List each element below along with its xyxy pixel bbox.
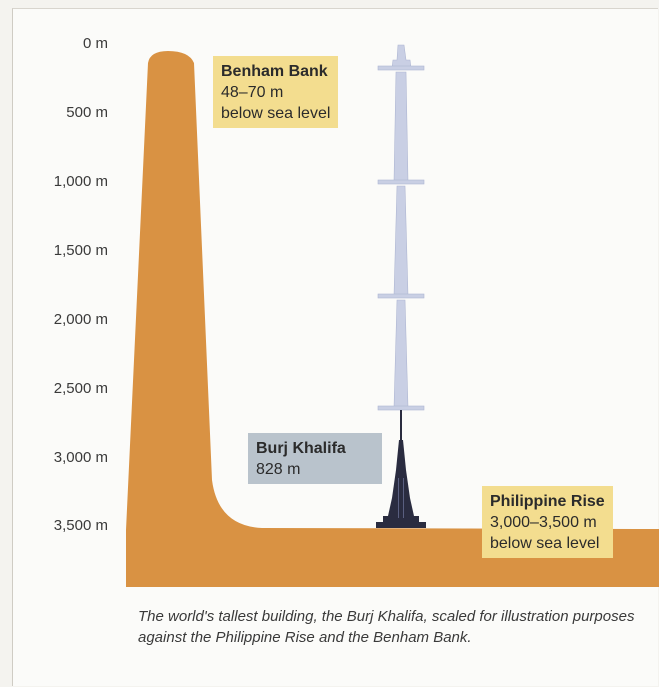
burj-khalifa-tower-icon (376, 410, 426, 528)
burj-khalifa-ghost-copies (377, 44, 425, 411)
depth-tick-3500: 3,500 m (53, 517, 108, 534)
depth-tick-0: 0 m (82, 35, 108, 52)
depth-tick-500: 500 m (66, 104, 108, 121)
burj-khalifa-label: Burj Khalifa 828 m (248, 433, 382, 484)
burj-khalifa-title: Burj Khalifa (256, 440, 346, 457)
philippine-rise-note: below sea level (490, 535, 600, 552)
philippine-rise-depth: 3,000–3,500 m (490, 514, 597, 531)
ghost-tower-3 (377, 299, 425, 411)
ghost-tower-1 (377, 44, 425, 185)
philippine-rise-label: Philippine Rise 3,000–3,500 m below sea … (482, 486, 613, 558)
ghost-tower-2 (377, 185, 425, 299)
benham-bank-depth: 48–70 m (221, 84, 284, 101)
burj-khalifa-height: 828 m (256, 461, 301, 478)
benham-bank-title: Benham Bank (221, 63, 328, 80)
benham-bank-label: Benham Bank 48–70 m below sea level (213, 56, 339, 128)
depth-tick-3000: 3,000 m (53, 449, 108, 466)
depth-tick-2500: 2,500 m (53, 380, 108, 397)
figure-caption: The world's tallest building, the Burj K… (138, 608, 635, 646)
depth-tick-1000: 1,000 m (53, 173, 108, 190)
depth-tick-2000: 2,000 m (53, 311, 108, 328)
benham-bank-note: below sea level (221, 105, 331, 122)
philippine-rise-title: Philippine Rise (490, 493, 605, 510)
depth-tick-1500: 1,500 m (53, 242, 108, 259)
